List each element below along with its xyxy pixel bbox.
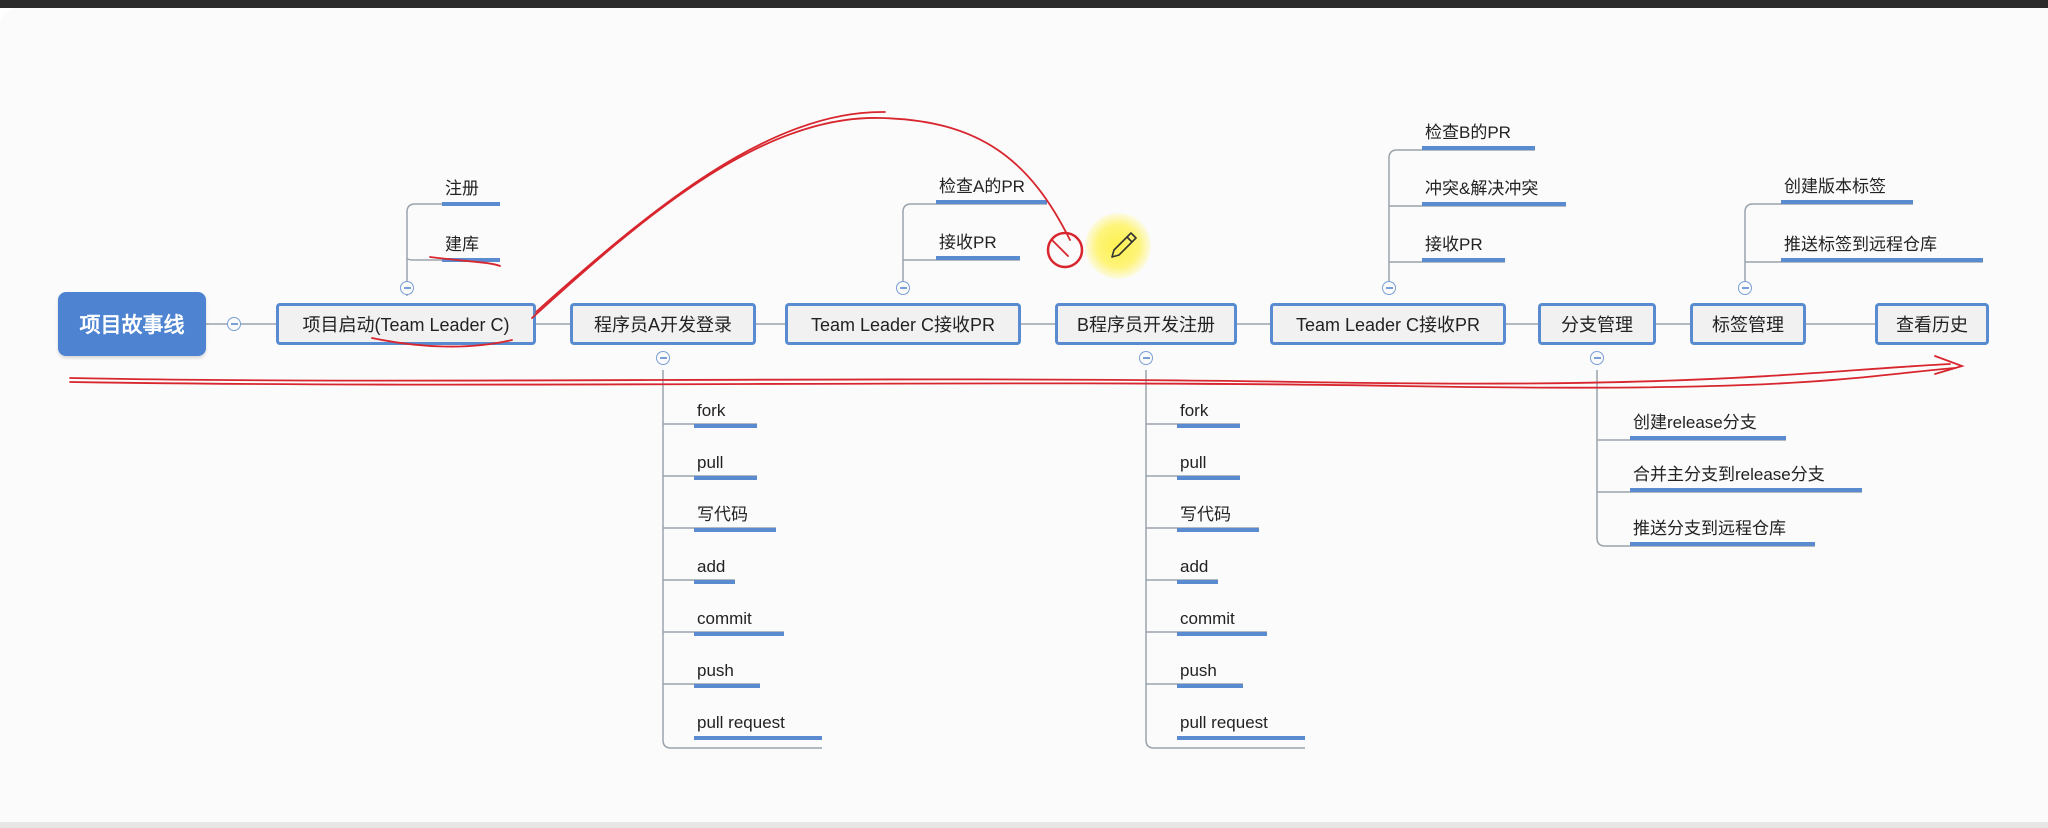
collapse-minus-icon[interactable] [896, 281, 910, 295]
subtopic-write-code[interactable]: 写代码 [1177, 504, 1259, 532]
subtopic-commit[interactable]: commit [1177, 608, 1267, 636]
topic-review-a-pr[interactable]: Team Leader C接收PR [785, 303, 1021, 345]
pencil-cursor-highlight [1085, 213, 1151, 279]
topic-review-b-pr[interactable]: Team Leader C接收PR [1270, 303, 1506, 345]
subtopic-write-code[interactable]: 写代码 [694, 504, 776, 532]
subtopic-fork[interactable]: fork [694, 400, 757, 428]
subtopic-check-a-pr[interactable]: 检查A的PR [936, 176, 1047, 204]
subtopic-pull-request[interactable]: pull request [694, 712, 822, 740]
subtopic-accept-pr[interactable]: 接收PR [1422, 234, 1505, 262]
subtopic-resolve-conflicts[interactable]: 冲突&解决冲突 [1422, 178, 1566, 206]
subtopic-pull[interactable]: pull [1177, 452, 1240, 480]
root-topic-project-storyline[interactable]: 项目故事线 [58, 292, 206, 356]
subtopic-push-tag-remote[interactable]: 推送标签到远程仓库 [1781, 234, 1983, 262]
topic-dev-a-login[interactable]: 程序员A开发登录 [570, 303, 756, 345]
collapse-minus-icon[interactable] [1590, 351, 1604, 365]
subtopic-create-repo[interactable]: 建库 [442, 234, 500, 262]
topic-label: Team Leader C接收PR [810, 315, 996, 335]
subtopic-commit[interactable]: commit [694, 608, 784, 636]
topic-label: 项目启动(Team Leader C) [302, 315, 510, 335]
topic-tag-management[interactable]: 标签管理 [1690, 303, 1806, 345]
subtopic-pull-request[interactable]: pull request [1177, 712, 1305, 740]
subtopic-create-version-tag[interactable]: 创建版本标签 [1781, 176, 1913, 204]
subtopic-push[interactable]: push [1177, 660, 1243, 688]
window-top-bar [0, 0, 2048, 8]
root-topic-label: 项目故事线 [79, 314, 185, 337]
topic-label: 查看历史 [1896, 315, 1968, 335]
topic-label: 程序员A开发登录 [593, 315, 732, 335]
collapse-minus-icon[interactable] [400, 281, 414, 295]
topic-view-history[interactable]: 查看历史 [1875, 303, 1989, 345]
subtopic-add[interactable]: add [1177, 556, 1218, 584]
topic-branch-management[interactable]: 分支管理 [1538, 303, 1656, 345]
topic-label: B程序员开发注册 [1076, 315, 1215, 335]
collapse-minus-icon[interactable] [1382, 281, 1396, 295]
subtopic-push-branch-remote[interactable]: 推送分支到远程仓库 [1630, 518, 1815, 546]
subtopic-push[interactable]: push [694, 660, 760, 688]
topic-dev-b-register[interactable]: B程序员开发注册 [1055, 303, 1237, 345]
topic-label: 分支管理 [1561, 315, 1633, 335]
window-bottom-bar [0, 822, 2048, 828]
subtopic-merge-main-to-release[interactable]: 合并主分支到release分支 [1630, 464, 1862, 492]
collapse-minus-icon[interactable] [227, 317, 241, 331]
topic-label: Team Leader C接收PR [1295, 315, 1481, 335]
topic-project-kickoff[interactable]: 项目启动(Team Leader C) [276, 303, 536, 345]
subtopic-accept-pr[interactable]: 接收PR [936, 232, 1020, 260]
subtopic-pull[interactable]: pull [694, 452, 757, 480]
subtopic-add[interactable]: add [694, 556, 735, 584]
subtopic-check-b-pr[interactable]: 检查B的PR [1422, 122, 1535, 150]
subtopic-create-release-branch[interactable]: 创建release分支 [1630, 412, 1786, 440]
subtopic-register[interactable]: 注册 [442, 178, 500, 206]
collapse-minus-icon[interactable] [1738, 281, 1752, 295]
collapse-minus-icon[interactable] [1139, 351, 1153, 365]
collapse-minus-icon[interactable] [656, 351, 670, 365]
subtopic-fork[interactable]: fork [1177, 400, 1240, 428]
topic-label: 标签管理 [1712, 315, 1784, 335]
